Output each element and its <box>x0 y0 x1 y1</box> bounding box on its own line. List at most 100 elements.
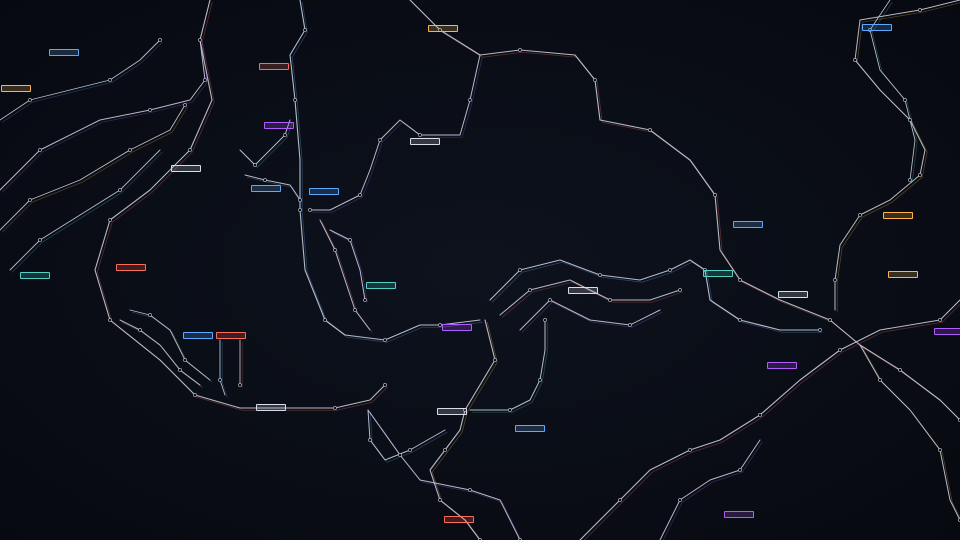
rail-line[interactable] <box>501 281 683 318</box>
station-label[interactable] <box>264 122 294 129</box>
station-stop[interactable] <box>438 498 442 502</box>
station-stop[interactable] <box>758 413 762 417</box>
rail-line[interactable] <box>409 0 960 421</box>
station-stop[interactable] <box>368 438 372 442</box>
station-stop[interactable] <box>853 58 857 62</box>
station-stop[interactable] <box>303 28 307 32</box>
rail-line[interactable] <box>489 259 821 331</box>
station-stop[interactable] <box>178 368 182 372</box>
station-stop[interactable] <box>518 48 522 52</box>
rail-line[interactable] <box>319 219 371 331</box>
station-stop[interactable] <box>308 208 312 212</box>
station-stop[interactable] <box>198 38 202 42</box>
station-stop[interactable] <box>298 198 302 202</box>
station-stop[interactable] <box>238 383 242 387</box>
rail-line[interactable] <box>0 39 161 121</box>
station-stop[interactable] <box>183 358 187 362</box>
station-label[interactable] <box>733 221 763 228</box>
rail-line[interactable] <box>834 0 960 311</box>
station-stop[interactable] <box>353 308 357 312</box>
station-stop[interactable] <box>438 323 442 327</box>
station-stop[interactable] <box>28 98 32 102</box>
station-stop[interactable] <box>838 348 842 352</box>
station-label[interactable] <box>862 24 892 31</box>
station-stop[interactable] <box>468 98 472 102</box>
station-stop[interactable] <box>508 408 512 412</box>
station-stop[interactable] <box>263 178 267 182</box>
station-stop[interactable] <box>738 468 742 472</box>
rail-line[interactable] <box>367 409 446 461</box>
station-label[interactable] <box>256 404 286 411</box>
station-stop[interactable] <box>918 173 922 177</box>
station-stop[interactable] <box>908 118 912 122</box>
station-stop[interactable] <box>183 103 187 107</box>
station-stop[interactable] <box>648 128 652 132</box>
station-stop[interactable] <box>938 318 942 322</box>
station-stop[interactable] <box>548 298 552 302</box>
station-stop[interactable] <box>148 313 152 317</box>
rail-line[interactable] <box>662 441 763 540</box>
station-stop[interactable] <box>938 448 942 452</box>
station-label[interactable] <box>442 324 472 331</box>
station-stop[interactable] <box>158 38 162 42</box>
station-stop[interactable] <box>738 278 742 282</box>
station-stop[interactable] <box>628 323 632 327</box>
station-stop[interactable] <box>378 138 382 142</box>
station-stop[interactable] <box>678 288 682 292</box>
station-stop[interactable] <box>188 148 192 152</box>
station-stop[interactable] <box>528 288 532 292</box>
station-stop[interactable] <box>828 318 832 322</box>
station-stop[interactable] <box>918 8 922 12</box>
rail-line[interactable] <box>521 301 663 333</box>
station-stop[interactable] <box>28 198 32 202</box>
rail-line[interactable] <box>221 341 228 398</box>
station-stop[interactable] <box>598 273 602 277</box>
station-label[interactable] <box>778 291 808 298</box>
station-label[interactable] <box>428 25 458 32</box>
station-stop[interactable] <box>253 163 257 167</box>
station-label[interactable] <box>20 272 50 279</box>
rail-line[interactable] <box>244 174 301 201</box>
rail-line[interactable] <box>331 231 368 303</box>
station-stop[interactable] <box>138 328 142 332</box>
station-label[interactable] <box>49 49 79 56</box>
station-stop[interactable] <box>323 318 327 322</box>
station-stop[interactable] <box>908 178 912 182</box>
station-stop[interactable] <box>358 193 362 197</box>
station-stop[interactable] <box>858 213 862 217</box>
station-stop[interactable] <box>333 406 337 410</box>
station-stop[interactable] <box>333 248 337 252</box>
rail-line[interactable] <box>1 106 188 233</box>
station-stop[interactable] <box>108 218 112 222</box>
rail-line[interactable] <box>491 261 823 333</box>
station-label[interactable] <box>444 516 474 523</box>
station-stop[interactable] <box>148 108 152 112</box>
rail-line[interactable] <box>311 56 483 213</box>
station-stop[interactable] <box>898 368 902 372</box>
rail-line[interactable] <box>119 319 201 386</box>
rail-line[interactable] <box>367 409 521 540</box>
station-stop[interactable] <box>878 378 882 382</box>
rail-line[interactable] <box>309 54 481 211</box>
station-stop[interactable] <box>38 238 42 242</box>
station-stop[interactable] <box>293 98 297 102</box>
station-stop[interactable] <box>38 148 42 152</box>
rail-line[interactable] <box>1 41 208 193</box>
rail-line[interactable] <box>291 1 483 343</box>
rail-line[interactable] <box>1 41 163 123</box>
station-label[interactable] <box>116 264 146 271</box>
station-stop[interactable] <box>363 298 367 302</box>
station-stop[interactable] <box>493 358 497 362</box>
rail-line[interactable] <box>659 439 761 540</box>
station-label[interactable] <box>883 212 913 219</box>
station-label[interactable] <box>515 425 545 432</box>
rail-line[interactable] <box>129 309 211 381</box>
station-label[interactable] <box>251 185 281 192</box>
station-label[interactable] <box>259 63 289 70</box>
rail-line[interactable] <box>431 321 498 540</box>
station-label[interactable] <box>309 188 339 195</box>
station-stop[interactable] <box>298 208 302 212</box>
station-stop[interactable] <box>383 338 387 342</box>
rail-line[interactable] <box>859 344 960 521</box>
